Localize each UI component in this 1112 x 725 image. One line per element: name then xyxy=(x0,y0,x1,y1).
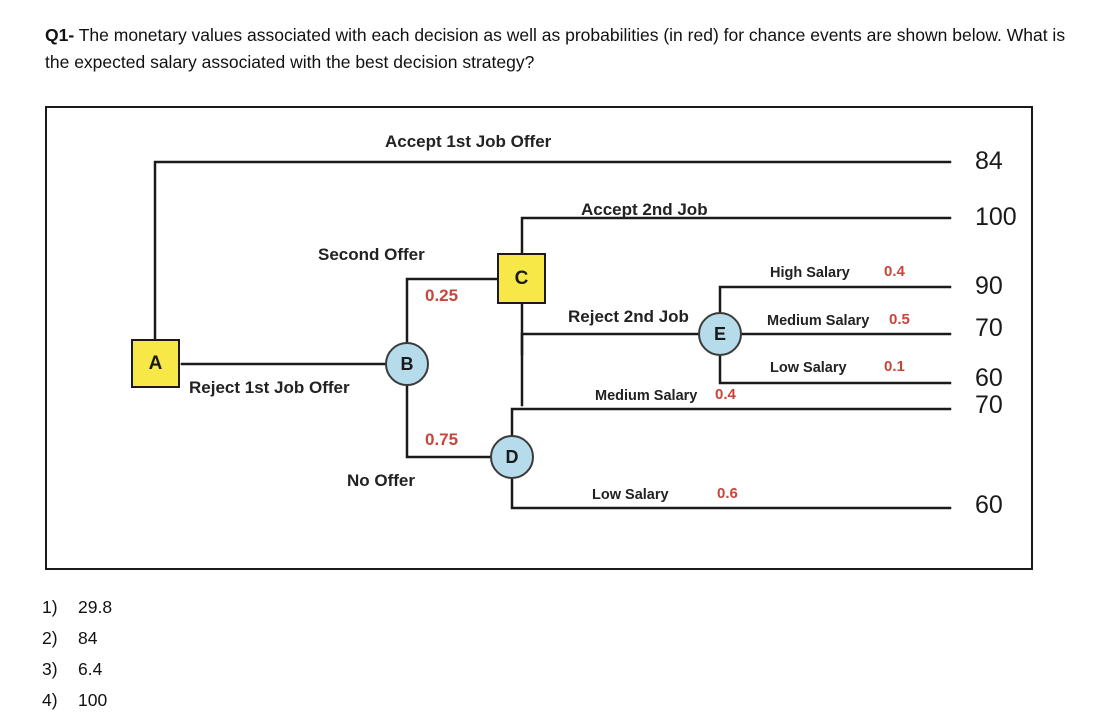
question-prompt: Q1- The monetary values associated with … xyxy=(45,22,1090,76)
prob-e-low-salary: 0.1 xyxy=(884,358,905,375)
payoff-d-low-salary: 60 xyxy=(975,491,1003,519)
answer-options: 1) 29.8 2) 84 3) 6.4 4) 100 xyxy=(42,592,442,716)
label-accept-2nd-job: Accept 2nd Job xyxy=(581,200,708,219)
payoff-accept-2nd-job: 100 xyxy=(975,203,1017,231)
node-d-label: D xyxy=(505,446,519,467)
edge-e-low-salary xyxy=(718,354,952,385)
label-accept-1st-job-offer: Accept 1st Job Offer xyxy=(385,132,552,151)
answer-1-value: 29.8 xyxy=(78,597,113,617)
edge-e-high-salary xyxy=(718,285,952,314)
payoff-d-medium-salary: 70 xyxy=(975,391,1003,419)
answer-3-number: 3) xyxy=(42,659,58,679)
payoff-e-high-salary: 90 xyxy=(975,272,1003,300)
answer-1-number: 1) xyxy=(42,597,58,617)
label-no-offer: No Offer xyxy=(347,471,415,490)
prob-second-offer: 0.25 xyxy=(425,286,459,305)
edge-no-offer xyxy=(405,384,492,459)
payoff-e-low-salary: 60 xyxy=(975,364,1003,392)
label-e-low-salary: Low Salary xyxy=(770,360,847,376)
answer-4-value: 100 xyxy=(78,690,108,710)
question-number: Q1- xyxy=(45,25,75,45)
answer-4-number: 4) xyxy=(42,690,58,710)
answer-2-value: 84 xyxy=(78,628,98,648)
answer-option-1[interactable]: 1) 29.8 xyxy=(42,592,442,623)
node-a-label: A xyxy=(148,352,163,374)
label-e-medium-salary: Medium Salary xyxy=(767,313,870,329)
prob-d-low-salary: 0.6 xyxy=(717,485,738,502)
prob-d-medium-salary: 0.4 xyxy=(715,386,736,403)
answer-3-value: 6.4 xyxy=(78,659,103,679)
label-reject-1st-job-offer: Reject 1st Job Offer xyxy=(189,378,350,397)
answer-option-4[interactable]: 4) 100 xyxy=(42,685,442,716)
prob-e-medium-salary: 0.5 xyxy=(889,311,910,328)
node-e-chance[interactable]: E xyxy=(698,312,742,356)
edge-accept-1st-job-offer xyxy=(153,160,952,341)
prob-no-offer: 0.75 xyxy=(425,430,459,449)
answer-2-number: 2) xyxy=(42,628,58,648)
prob-e-high-salary: 0.4 xyxy=(884,263,905,280)
node-d-chance[interactable]: D xyxy=(490,435,534,479)
answer-option-2[interactable]: 2) 84 xyxy=(42,623,442,654)
tree-edges xyxy=(153,160,952,510)
edge-accept-2nd-job xyxy=(520,216,952,356)
payoff-e-medium-salary: 70 xyxy=(975,314,1003,342)
question-body: The monetary values associated with each… xyxy=(45,25,1066,72)
payoff-accept-1st-job-offer: 84 xyxy=(975,147,1003,175)
node-c-label: C xyxy=(514,267,529,289)
edge-d-low-salary xyxy=(510,477,952,510)
label-reject-2nd-job: Reject 2nd Job xyxy=(568,307,689,326)
answer-option-3[interactable]: 3) 6.4 xyxy=(42,654,442,685)
label-second-offer: Second Offer xyxy=(318,245,425,264)
decision-tree-figure: A B C D E Accept 1st Job Offer Reject 1s… xyxy=(45,106,1033,570)
node-b-chance[interactable]: B xyxy=(385,342,429,386)
label-d-low-salary: Low Salary xyxy=(592,487,669,503)
node-a-decision[interactable]: A xyxy=(131,339,180,388)
node-e-label: E xyxy=(713,323,726,344)
edge-second-offer xyxy=(405,277,499,344)
label-d-medium-salary: Medium Salary xyxy=(595,388,698,404)
edge-d-medium-salary xyxy=(510,407,952,437)
node-c-decision[interactable]: C xyxy=(497,253,546,304)
node-b-label: B xyxy=(400,353,414,374)
label-e-high-salary: High Salary xyxy=(770,265,850,281)
edge-reject-2nd-job xyxy=(520,332,722,407)
